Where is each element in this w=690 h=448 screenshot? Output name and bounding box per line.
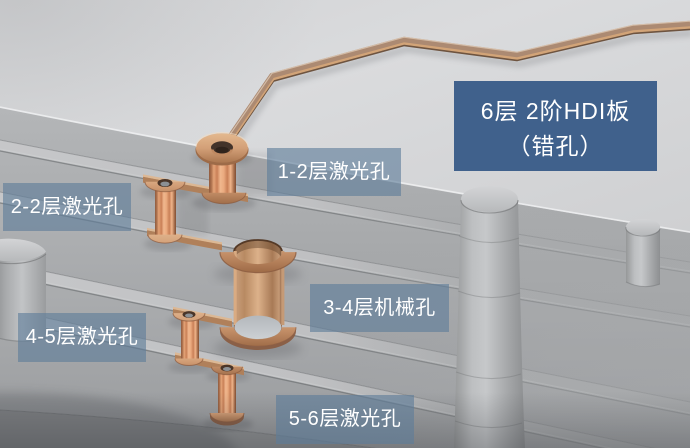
copper-surface-trace	[219, 20, 690, 160]
label-via-3-4: 3-4层机械孔	[310, 284, 449, 332]
label-via-2-2: 2-2层激光孔	[3, 183, 131, 231]
label-via-1-2-text: 1-2层激光孔	[277, 160, 391, 183]
label-via-1-2: 1-2层激光孔	[267, 148, 401, 196]
via-3-4-halfpipe	[219, 239, 297, 340]
title-line-1: 6层 2阶HDI板	[480, 98, 631, 125]
label-via-5-6-text: 5-6层激光孔	[288, 408, 402, 430]
label-via-5-6: 5-6层激光孔	[276, 395, 414, 444]
via-4-5-barrel	[181, 315, 199, 363]
via-4-5-landing-pad	[174, 358, 204, 366]
via-1-2-top-pad	[195, 131, 249, 166]
label-via-3-4-text: 3-4层机械孔	[323, 296, 436, 319]
via-2-2-barrel	[155, 183, 176, 239]
via-2-2-landing-pad	[147, 234, 183, 244]
via-5-6-top-pad	[211, 364, 243, 376]
via-3-4-bottom-pad	[219, 327, 297, 350]
via-1-2-landing-pad	[201, 192, 247, 205]
title-line-2: （错孔）	[507, 132, 604, 159]
label-via-2-2-text: 2-2层激光孔	[10, 195, 124, 218]
through-hole-cylinder	[454, 186, 525, 448]
small-hole-stub-cylinder	[625, 218, 661, 288]
label-via-4-5-text: 4-5层激光孔	[25, 326, 139, 348]
label-via-4-5: 4-5层激光孔	[18, 313, 146, 362]
via-2-2-top-pad	[144, 179, 186, 193]
via-4-5-top-pad	[172, 311, 206, 322]
title-box: 6层 2阶HDI板 （错孔）	[454, 81, 657, 171]
